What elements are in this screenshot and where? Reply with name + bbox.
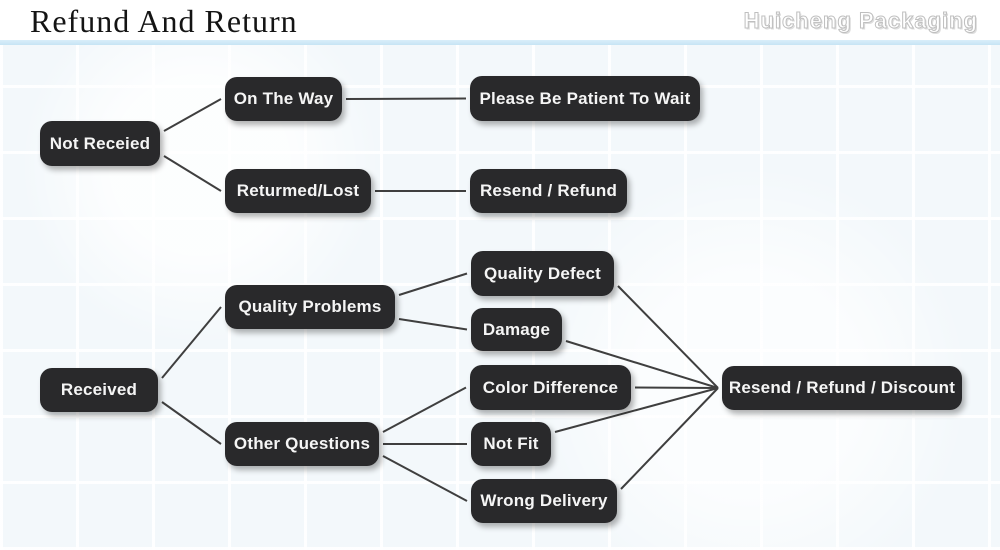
flow-node-quality-problems: Quality Problems: [225, 285, 395, 329]
flow-node-other-questions: Other Questions: [225, 422, 379, 466]
flow-node-resend-refund-discount: Resend / Refund / Discount: [722, 366, 962, 410]
flow-node-not-received: Not Receied: [40, 121, 160, 166]
flow-node-on-the-way: On The Way: [225, 77, 342, 121]
flow-node-resend-refund: Resend / Refund: [470, 169, 627, 213]
flow-node-please-wait: Please Be Patient To Wait: [470, 76, 700, 121]
flow-node-color-difference: Color Difference: [470, 365, 631, 410]
flow-node-quality-defect: Quality Defect: [471, 251, 614, 296]
flow-node-returned-lost: Returmed/Lost: [225, 169, 371, 213]
flow-node-not-fit: Not Fit: [471, 422, 551, 466]
brand-wordmark: Huicheng Packaging: [743, 8, 978, 34]
page-title: Refund And Return: [30, 3, 298, 39]
header: Refund And Return Huicheng Packaging: [0, 0, 1000, 40]
flow-node-received: Received: [40, 368, 158, 412]
flow-node-damage: Damage: [471, 308, 562, 351]
header-divider: [0, 40, 1000, 45]
flow-node-wrong-delivery: Wrong Delivery: [471, 479, 617, 523]
